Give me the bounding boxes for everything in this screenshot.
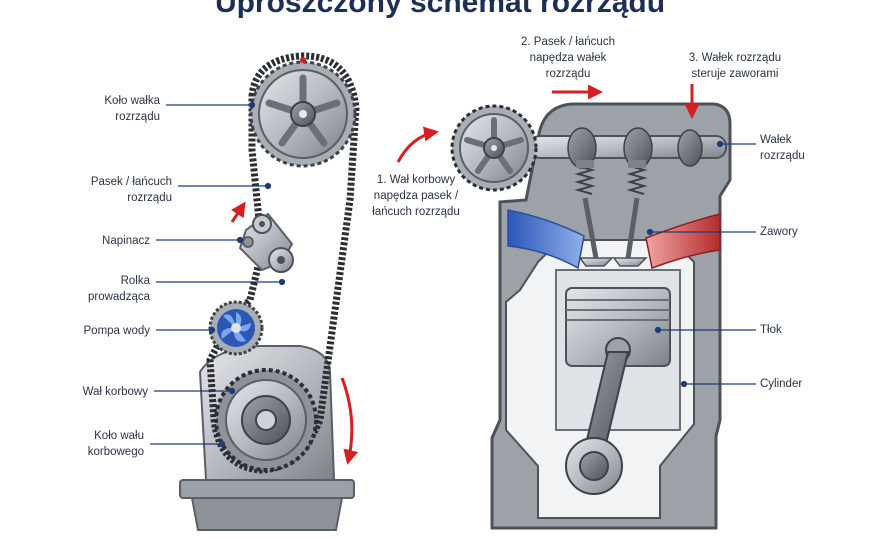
drive-arrow [396, 126, 439, 163]
leader-piston [654, 326, 756, 334]
label-step-2: 2. Pasek / łańcuch napędza wałek rozrząd… [521, 36, 615, 80]
connecting-rod [565, 351, 630, 495]
leader-tensioner [156, 236, 244, 244]
label-cam-gear: Koło wałka rozrządu [104, 95, 160, 123]
cam-gear [249, 57, 357, 168]
label-camshaft: Wałek rozrządu [760, 134, 805, 162]
leader-cylinder [680, 380, 756, 388]
label-cylinder: Cylinder [760, 378, 803, 390]
label-belt: Pasek / łańcuch rozrządu [90, 176, 172, 204]
piston [565, 287, 671, 367]
leader-crank-gear [150, 440, 226, 448]
label-crank-gear: Koło wału korbowego [87, 430, 144, 458]
label-idler: Rolka prowadząca [87, 275, 150, 303]
label-tensioner: Napinacz [102, 235, 150, 247]
leader-valves [646, 228, 756, 236]
leader-idler [156, 278, 286, 286]
leader-crankshaft [154, 387, 236, 395]
label-crankshaft: Wał korbowy [82, 386, 148, 398]
cam-gear-right [450, 104, 538, 192]
water-pump [208, 300, 264, 356]
label-water-pump: Pompa wody [83, 325, 150, 337]
tensioner-arrow [230, 201, 246, 223]
leader-cam-gear [166, 101, 256, 109]
leader-camshaft [716, 140, 756, 148]
rotation-arrow [340, 377, 359, 465]
leader-belt [178, 182, 272, 190]
crank-gear [214, 368, 318, 472]
valves [574, 160, 648, 267]
leader-water-pump [156, 326, 216, 334]
label-step-3: 3. Wałek rozrządu steruje zaworami [688, 52, 782, 80]
page-title: Uproszczony schemat rozrządu [214, 0, 666, 19]
label-valves: Zawory [760, 226, 798, 238]
label-step-1: 1. Wał korbowy napędza pasek / łańcuch r… [372, 174, 460, 218]
idler-pulley [268, 247, 294, 273]
label-piston: Tłok [760, 324, 782, 336]
